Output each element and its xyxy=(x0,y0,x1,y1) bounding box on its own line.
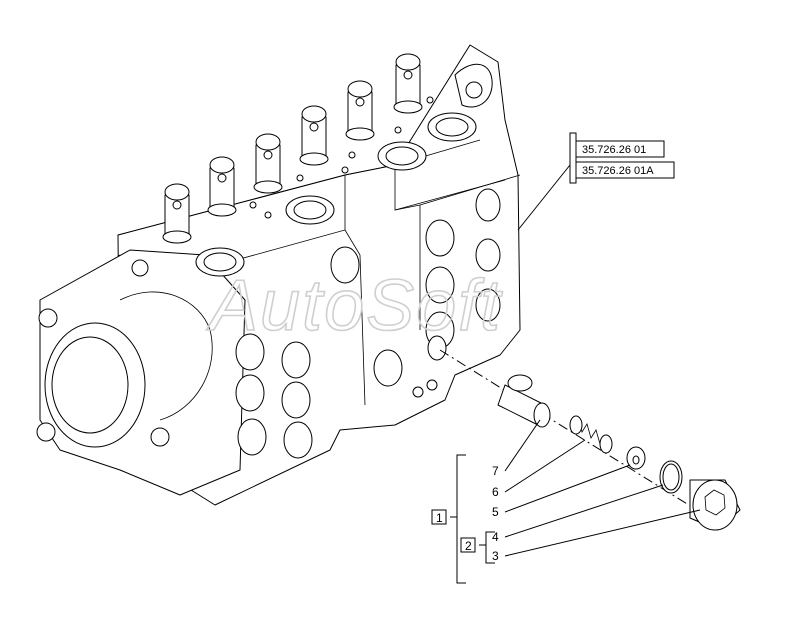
washer-part xyxy=(626,446,646,470)
kit-1-box xyxy=(431,509,447,525)
plug-part xyxy=(689,479,741,531)
kit-2-box xyxy=(460,537,476,553)
exploded-axis-line xyxy=(439,349,701,513)
reference-box-2 xyxy=(575,161,675,179)
reference-leader-line xyxy=(517,164,571,231)
leader-item-5 xyxy=(504,464,631,513)
leader-item-3 xyxy=(504,509,701,557)
reference-code-2: 35.726.26 01A xyxy=(582,165,654,177)
spring-part xyxy=(569,415,613,454)
item-number-6: 6 xyxy=(492,485,499,499)
inlet-end-cover xyxy=(36,249,246,496)
leader-item-4 xyxy=(504,484,664,538)
reference-box-1 xyxy=(575,140,665,158)
watermark-text: AutoSoft xyxy=(206,266,503,346)
kit-1-bracket: 1 xyxy=(431,454,466,584)
plunger-part xyxy=(497,374,551,428)
o-ring-part xyxy=(659,460,683,494)
leader-item-7 xyxy=(504,419,541,472)
valve-ports xyxy=(235,188,501,459)
kit-1-label: 1 xyxy=(436,511,443,525)
reference-code-1: 35.726.26 01 xyxy=(582,144,646,156)
item-callouts: 7 6 5 4 3 xyxy=(492,419,701,563)
spool-stems xyxy=(162,53,423,244)
item-number-5: 5 xyxy=(492,505,499,519)
item-number-7: 7 xyxy=(492,464,499,478)
item-number-3: 3 xyxy=(492,549,499,563)
top-holes xyxy=(249,96,434,219)
top-ports xyxy=(195,112,477,277)
leader-item-6 xyxy=(504,439,586,493)
item-number-4: 4 xyxy=(492,530,499,544)
reference-boxes: 35.726.26 01 35.726.26 01A xyxy=(569,132,675,184)
kit-2-label: 2 xyxy=(465,539,472,553)
kit-2-bracket: 2 xyxy=(460,531,495,564)
